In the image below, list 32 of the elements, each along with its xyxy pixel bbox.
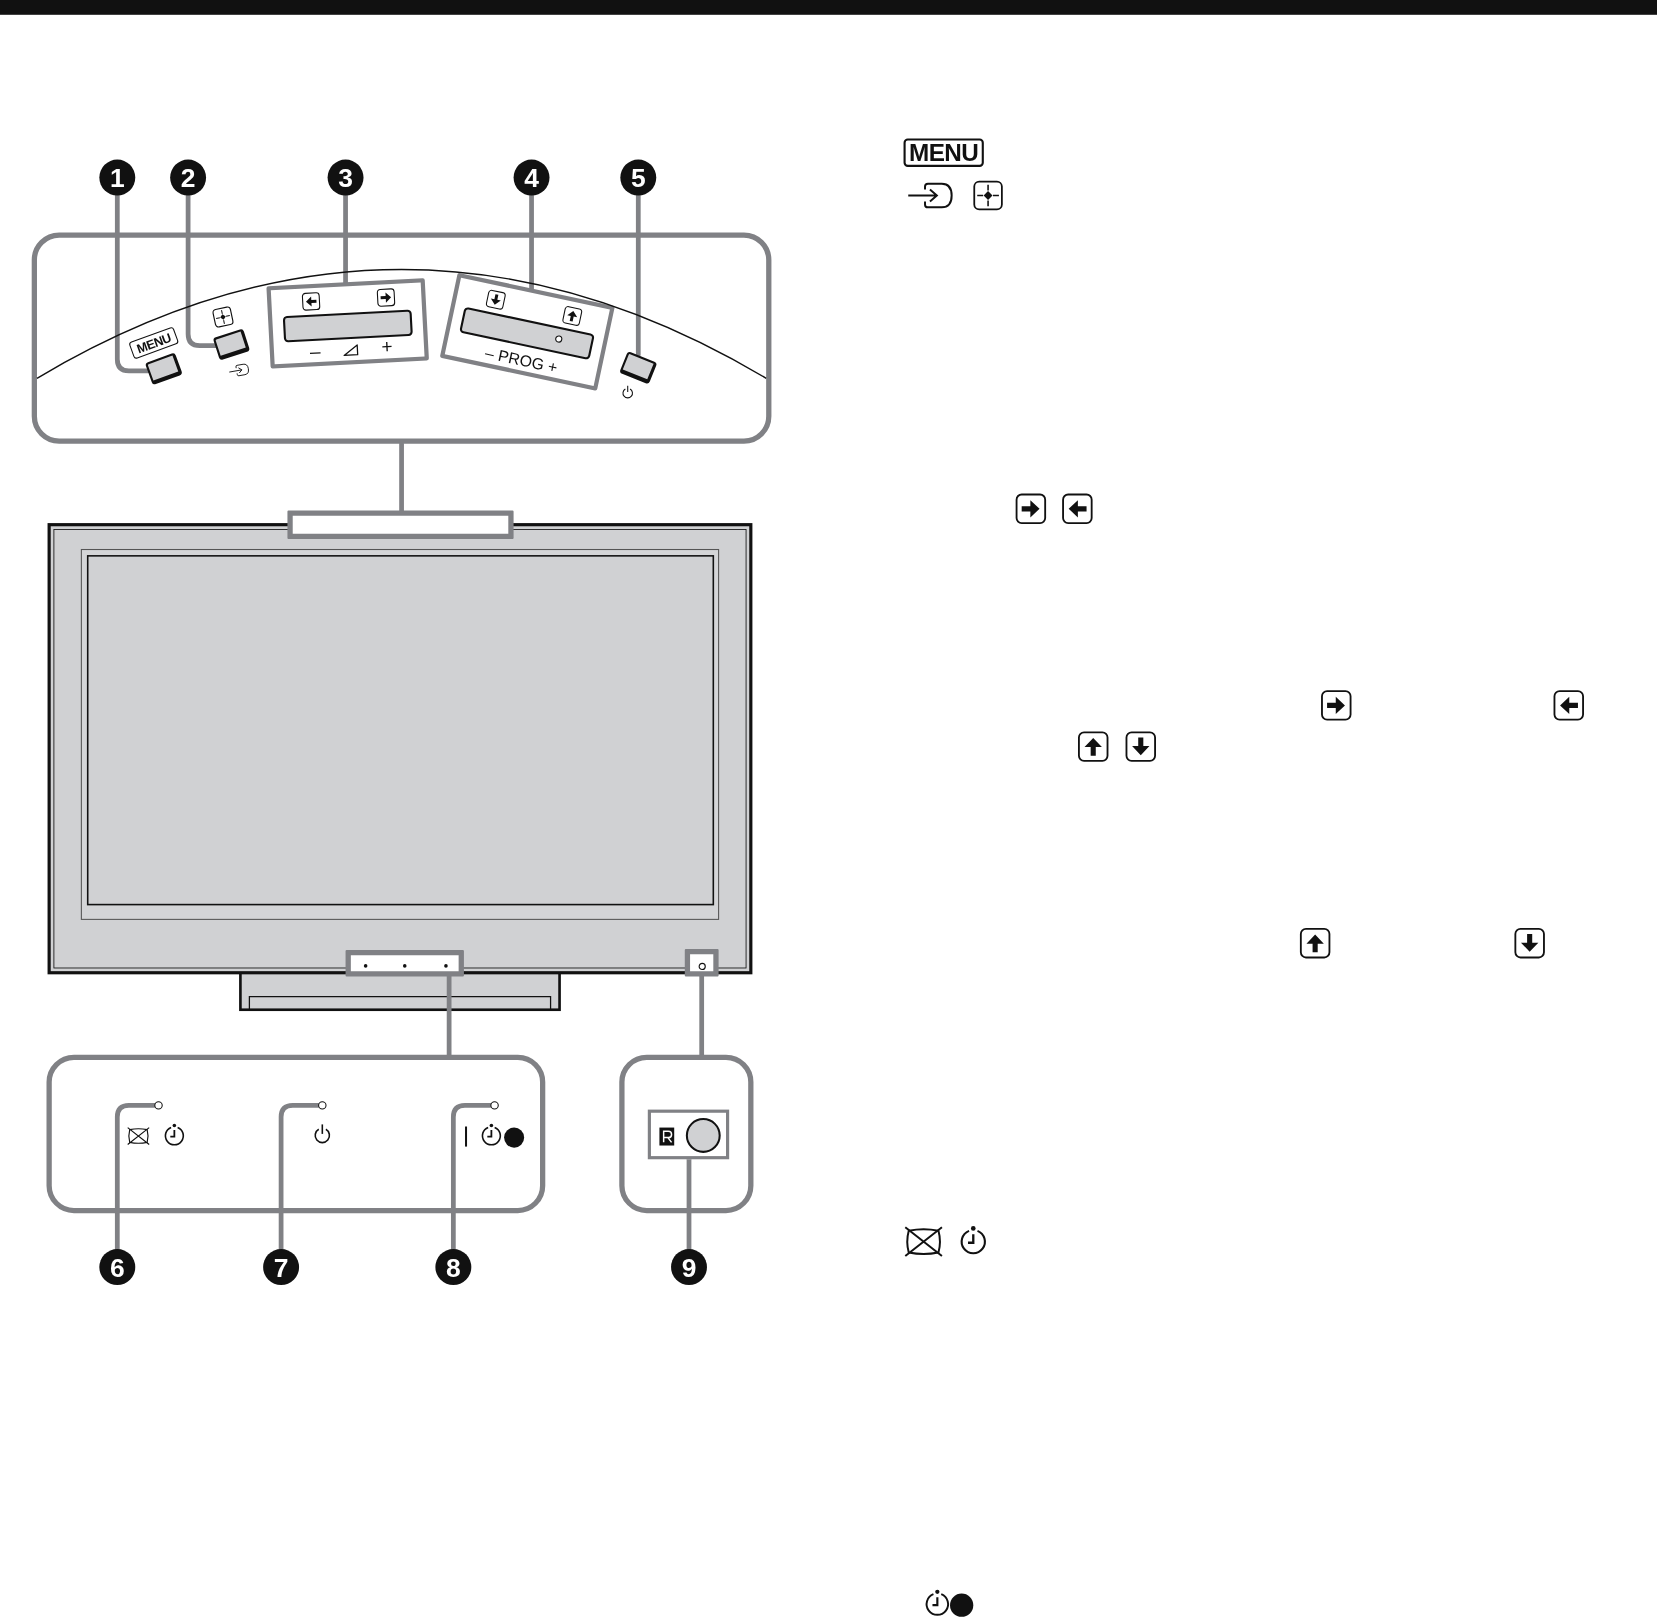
rocker-switch (266, 278, 429, 369)
detail-panel (31, 232, 772, 444)
leader-line (278, 1103, 321, 1252)
sensor-window (647, 1109, 730, 1160)
leader-line (635, 193, 641, 358)
minus-label: – (309, 341, 322, 362)
highlight-frame (287, 510, 514, 539)
leader-line (450, 1103, 493, 1252)
highlight-frame (684, 948, 719, 977)
indicator-light (154, 1101, 163, 1110)
connector-line (399, 441, 404, 513)
callout-number: 4 (513, 159, 550, 196)
callout-number: 6 (99, 1249, 136, 1285)
highlight-frame (345, 950, 464, 977)
callout-number: 2 (170, 159, 207, 196)
callout-number: 3 (327, 159, 364, 196)
detail-panel (619, 1054, 754, 1214)
callout-number: 1 (99, 159, 136, 196)
detail-panel (46, 1054, 546, 1214)
leader-line (529, 193, 534, 291)
indicator-light (318, 1101, 327, 1110)
leader-line (185, 193, 218, 348)
callout-number: 5 (620, 159, 657, 196)
callout-number: 8 (435, 1249, 472, 1285)
callout-number: 7 (263, 1249, 300, 1285)
leader-line (114, 1103, 157, 1252)
key-label: MENU (903, 137, 984, 167)
indicator-light (490, 1101, 499, 1110)
prog-label: – PROG + (483, 344, 559, 376)
callout-number: 9 (671, 1249, 707, 1285)
plus-label: + (380, 336, 394, 357)
leader-line (343, 193, 348, 285)
